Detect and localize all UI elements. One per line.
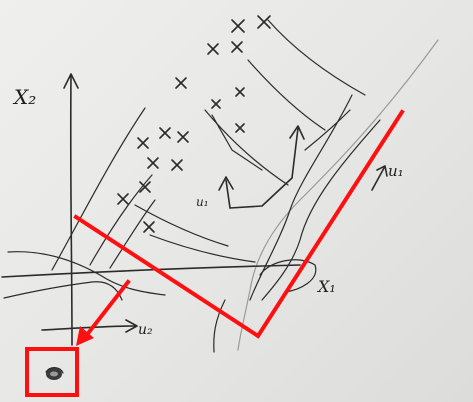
- cross-marks: [117, 15, 271, 233]
- lower-scribble-2: [3, 281, 123, 301]
- u2-axis-arrowhead: [125, 319, 138, 333]
- u1-inner-label: u₁: [196, 195, 209, 209]
- cross-mark: [117, 193, 129, 205]
- u2-axis-label: u₂: [138, 322, 153, 338]
- cross-mark: [171, 159, 183, 171]
- x2-axis-arrowhead: [63, 73, 79, 89]
- cross-mark: [207, 43, 219, 55]
- cross-mark: [211, 99, 221, 109]
- upper-stroke-5: [134, 204, 229, 247]
- cross-mark: [231, 19, 245, 33]
- cross-mark: [143, 221, 155, 233]
- upper-stroke-4: [149, 234, 256, 263]
- cross-mark: [147, 157, 159, 169]
- x1-axis: [1, 264, 301, 278]
- cross-mark: [257, 15, 271, 29]
- right-curve-2: [261, 119, 381, 301]
- right-curve-3: [213, 299, 226, 353]
- u1-right-arrowhead: [376, 165, 388, 177]
- x1-axis-label: X₁: [316, 277, 336, 296]
- inner-frame-line: [229, 127, 299, 209]
- cross-mark: [235, 87, 245, 97]
- red-highlight-box: [25, 347, 79, 397]
- cross-mark: [137, 137, 149, 149]
- cross-mark: [175, 77, 187, 89]
- slant-line-3: [109, 199, 156, 269]
- u1-right-arrow: [371, 167, 385, 191]
- red-arrow-line: [83, 279, 131, 339]
- u1-right-label: u₁: [388, 162, 404, 180]
- inner-box-1: [211, 114, 263, 171]
- slant-line-2: [89, 174, 153, 266]
- x2-axis: [69, 74, 73, 346]
- scribbled-dot-icon: [45, 367, 64, 380]
- cross-mark: [159, 127, 171, 139]
- red-v-shape: [73, 109, 405, 339]
- upper-stroke-1: [267, 19, 366, 96]
- cross-mark: [139, 181, 151, 193]
- upper-stroke-3: [204, 109, 289, 186]
- inner-u1-vertical: [225, 179, 231, 209]
- inner-box-2: [304, 109, 351, 151]
- cross-mark: [231, 41, 243, 53]
- slant-line-1: [51, 107, 146, 271]
- cross-mark: [177, 131, 189, 143]
- x2-axis-label: X₂: [12, 85, 36, 109]
- red-arrow-icon: [76, 326, 94, 346]
- upper-stroke-2: [247, 59, 326, 131]
- inner-u1-arrowhead: [218, 176, 234, 191]
- right-curve-4: [259, 259, 317, 293]
- inner-frame-arrowhead: [289, 125, 305, 140]
- lower-scribble-1: [7, 251, 166, 296]
- grey-guide-line: [237, 39, 439, 351]
- u2-axis: [41, 325, 136, 331]
- cross-mark: [235, 123, 245, 133]
